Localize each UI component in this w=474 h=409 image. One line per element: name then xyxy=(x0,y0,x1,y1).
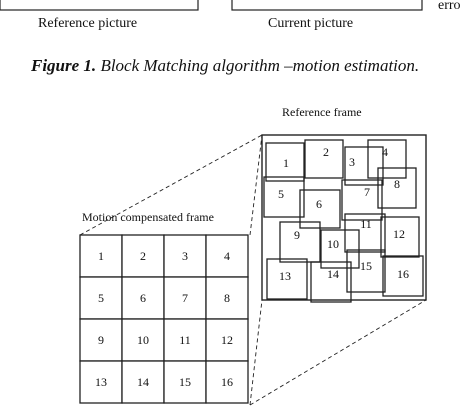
reference-picture-frame xyxy=(0,0,199,11)
mc-cell-label: 7 xyxy=(182,291,188,305)
mc-cell-label: 6 xyxy=(140,291,146,305)
mc-cell-label: 2 xyxy=(140,249,146,263)
reference-block-label: 14 xyxy=(327,267,339,281)
reference-block-label: 2 xyxy=(323,145,329,159)
projection-line-top xyxy=(79,134,263,236)
reference-block-label: 5 xyxy=(278,187,284,201)
mc-cell-14 xyxy=(121,360,165,404)
reference-frame-title: Reference frame xyxy=(282,105,362,119)
reference-block-label: 11 xyxy=(360,217,372,231)
projection-line-bottom-left xyxy=(249,299,263,406)
mc-cell-label: 10 xyxy=(137,333,149,347)
mc-cell-label: 14 xyxy=(137,375,149,389)
projection-lines xyxy=(79,134,427,406)
mc-cell-label: 13 xyxy=(95,375,107,389)
mc-cell-8 xyxy=(205,276,249,320)
reference-block-5 xyxy=(263,176,305,218)
reference-block-8 xyxy=(377,167,417,209)
motion-compensated-frame-title: Motion compensated frame xyxy=(82,210,214,224)
mc-cell-12 xyxy=(205,318,249,362)
current-picture-frame xyxy=(231,0,423,11)
mc-cell-label: 1 xyxy=(98,249,104,263)
reference-block-label: 3 xyxy=(349,155,355,169)
reference-block-label: 9 xyxy=(294,228,300,242)
mc-cell-label: 11 xyxy=(179,333,191,347)
reference-block-label: 7 xyxy=(364,185,370,199)
reference-block-label: 15 xyxy=(360,259,372,273)
reference-block-label: 4 xyxy=(382,145,388,159)
reference-block-label: 1 xyxy=(283,156,289,170)
reference-block-10 xyxy=(320,229,360,269)
mc-cell-11 xyxy=(163,318,207,362)
reference-block-13 xyxy=(266,258,308,300)
reference-block-label: 6 xyxy=(316,197,322,211)
current-picture-label: Current picture xyxy=(268,16,354,31)
mc-cell-label: 8 xyxy=(224,291,230,305)
mc-cell-6 xyxy=(121,276,165,320)
mc-cell-label: 15 xyxy=(179,375,191,389)
reference-block-14 xyxy=(310,261,352,303)
error-label-partial: erro xyxy=(438,0,461,13)
figure-caption-prefix: Figure 1. xyxy=(31,56,97,75)
figure-caption: Figure 1. Block Matching algorithm –moti… xyxy=(31,56,419,76)
reference-picture-label: Reference picture xyxy=(38,16,138,31)
mc-cell-label: 9 xyxy=(98,333,104,347)
mc-cell-2 xyxy=(121,234,165,278)
reference-block-15 xyxy=(346,249,386,293)
reference-block-2 xyxy=(304,139,344,179)
projection-line-bottom xyxy=(249,299,427,406)
mc-cell-label: 5 xyxy=(98,291,104,305)
reference-block-7 xyxy=(341,179,383,221)
reference-block-label: 10 xyxy=(327,237,339,251)
reference-block-1 xyxy=(265,142,305,182)
mc-cell-15 xyxy=(163,360,207,404)
mc-cell-label: 12 xyxy=(221,333,233,347)
reference-block-12 xyxy=(380,216,420,258)
mc-cell-label: 3 xyxy=(182,249,188,263)
reference-block-11 xyxy=(344,213,386,253)
mc-cell-9 xyxy=(79,318,123,362)
reference-block-4 xyxy=(367,139,407,179)
reference-frame-border xyxy=(261,134,427,301)
mc-cell-label: 16 xyxy=(221,375,233,389)
mc-cell-13 xyxy=(79,360,123,404)
reference-block-3 xyxy=(344,146,384,186)
reference-block-label: 8 xyxy=(394,177,400,191)
mc-cell-16 xyxy=(205,360,249,404)
reference-block-9 xyxy=(279,221,321,263)
mc-cell-4 xyxy=(205,234,249,278)
mc-cell-label: 4 xyxy=(224,249,230,263)
reference-block-16 xyxy=(382,255,424,297)
figure-caption-text: Block Matching algorithm –motion estimat… xyxy=(96,56,420,75)
projection-line-top-right xyxy=(249,134,263,236)
reference-block-label: 13 xyxy=(279,269,291,283)
reference-block-label: 12 xyxy=(393,227,405,241)
reference-block-label: 16 xyxy=(397,267,409,281)
